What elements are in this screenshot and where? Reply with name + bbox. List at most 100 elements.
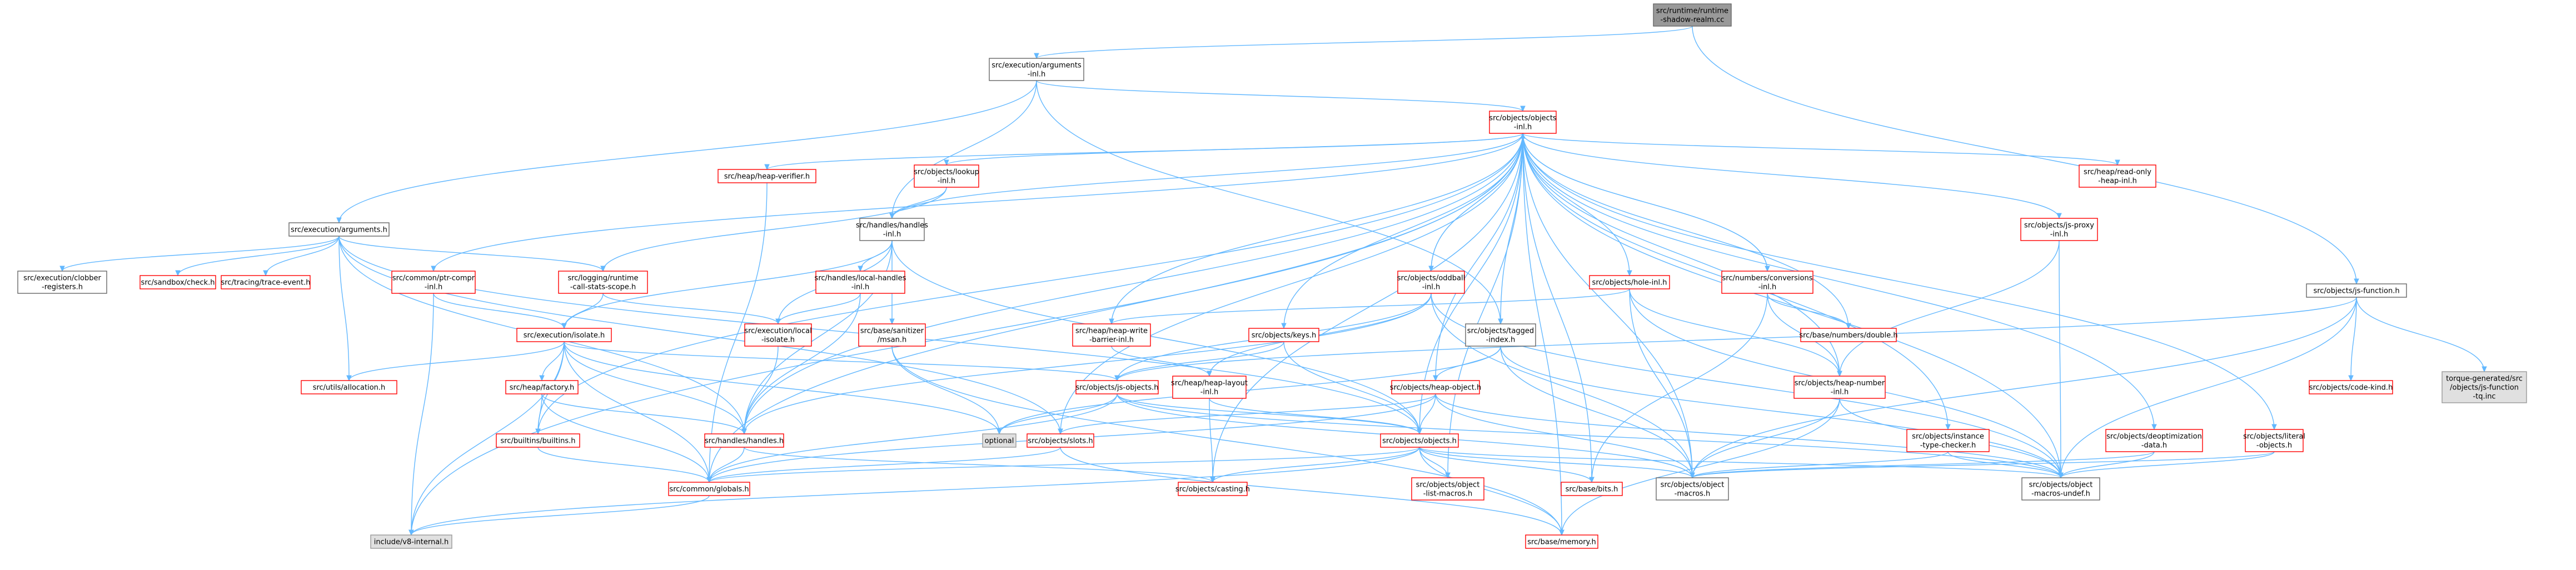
node-conversions-inl[interactable]: src/numbers/conversions-inl.h: [1721, 271, 1813, 294]
node-slots[interactable]: src/objects/slots.h: [1027, 433, 1094, 448]
node-js-proxy-inl[interactable]: src/objects/js-proxy-inl.h: [2020, 218, 2098, 241]
edge-line: [1629, 288, 1840, 377]
edge-exec_args_inl-to-objects_inl: [1036, 80, 1526, 112]
node-label-line: -tq.inc: [2473, 393, 2495, 401]
edge-line: [1117, 297, 2357, 381]
node-heap-verifier[interactable]: src/heap/heap-verifier.h: [718, 169, 816, 183]
node-box: [1178, 482, 1248, 496]
edge-js_objects-to-optional: [996, 393, 1118, 435]
node-label-line: src/execution/arguments: [991, 62, 1082, 70]
node-heap-factory[interactable]: src/heap/factory.h: [505, 380, 579, 394]
edge-line: [564, 293, 604, 329]
node-box: [496, 433, 580, 448]
node-box: [221, 275, 311, 289]
node-v8-internal[interactable]: include/v8-internal.h: [370, 534, 452, 549]
node-utils-allocation[interactable]: src/utils/allocation.h: [301, 380, 397, 394]
node-js-objects[interactable]: src/objects/js-objects.h: [1075, 380, 1159, 394]
edge-isolate-to-js_objects: [564, 341, 1120, 382]
node-object-macros[interactable]: src/objects/object-macros.h: [1656, 477, 1729, 501]
node-box: [744, 323, 812, 347]
node-double[interactable]: src/base/numbers/double.h: [1799, 328, 1898, 342]
edge-line: [999, 346, 1501, 434]
edge-line: [1500, 346, 1693, 478]
node-label-line: -data.h: [2141, 442, 2167, 450]
node-builtins[interactable]: src/builtins/builtins.h: [496, 433, 580, 448]
node-exec-args-inl[interactable]: src/execution/arguments-inl.h: [989, 58, 1084, 81]
node-sandbox-check[interactable]: src/sandbox/check.h: [139, 275, 216, 289]
node-keys[interactable]: src/objects/keys.h: [1248, 328, 1319, 342]
edge-line: [564, 341, 1118, 381]
node-ptr-compr[interactable]: src/common/ptr-compr-inl.h: [391, 271, 476, 294]
node-deoptimization-data[interactable]: src/objects/deoptimization-data.h: [2105, 429, 2203, 452]
node-label-line: src/handles/handles: [856, 222, 928, 230]
node-torque-js-function[interactable]: torque-generated/src/objects/js-function…: [2442, 371, 2527, 403]
edge-line: [1522, 133, 1840, 377]
edge-line: [1629, 288, 1693, 478]
edge-line: [1692, 451, 2155, 478]
node-instance-type-checker[interactable]: src/objects/instance-type-checker.h: [1906, 429, 1990, 452]
node-heap-readonly[interactable]: src/heap/read-only-heap-inl.h: [2079, 164, 2156, 188]
node-local-isolate[interactable]: src/execution/local-isolate.h: [744, 323, 812, 347]
edge-line: [1500, 346, 2061, 478]
edge-exec_args-to-sandbox_check: [175, 236, 340, 277]
edge-heap_object-to-object_macros: [1435, 393, 1695, 479]
node-label-line: src/objects/js-proxy: [2024, 222, 2094, 230]
node-optional[interactable]: optional: [982, 433, 1017, 448]
edge-keys-to-js_objects: [1114, 341, 1284, 382]
node-casting[interactable]: src/objects/casting.h: [1175, 482, 1250, 496]
edge-objects_inl-to-double: [1522, 133, 1851, 329]
node-handles-inl[interactable]: src/handles/handles-inl.h: [856, 218, 928, 241]
edge-objects_inl-to-deoptimization_data: [1522, 133, 2157, 431]
edge-objects_h-to-object_macros: [1419, 447, 1695, 479]
edge-isolate-to-optional: [564, 341, 1002, 435]
node-label-line: src/utils/allocation.h: [313, 384, 386, 392]
edge-line: [1419, 447, 1693, 478]
node-root[interactable]: src/runtime/runtime-shadow-realm.cc: [1653, 3, 1732, 27]
node-heap-number-inl[interactable]: src/objects/heap-number-inl.h: [1793, 376, 1886, 399]
node-label-line: src/objects/hole-inl.h: [1592, 279, 1667, 287]
edge-line: [744, 447, 1213, 483]
node-bits[interactable]: src/base/bits.h: [1561, 482, 1623, 496]
node-handles-h[interactable]: src/handles/handles.h: [704, 433, 784, 448]
node-hole-inl[interactable]: src/objects/hole-inl.h: [1589, 275, 1670, 289]
edge-js_function-to-torque_js_function: [2356, 297, 2487, 373]
node-write-barrier[interactable]: src/heap/heap-write-barrier-inl.h: [1072, 323, 1151, 347]
node-heap-object[interactable]: src/objects/heap-object.h: [1390, 380, 1481, 394]
node-label-line: src/objects/object: [2029, 481, 2093, 489]
node-lookup-inl[interactable]: src/objects/lookup-inl.h: [914, 164, 979, 188]
node-tagged-index[interactable]: src/objects/tagged-index.h: [1465, 323, 1536, 347]
node-js-function[interactable]: src/objects/js-function.h: [2306, 283, 2407, 298]
node-object-macros-undef[interactable]: src/objects/object-macros-undef.h: [2021, 477, 2100, 501]
node-local-handles[interactable]: src/handles/local-handles-inl.h: [815, 271, 906, 294]
node-literal-objects[interactable]: src/objects/literal-objects.h: [2243, 429, 2305, 452]
node-runtime-call-stats[interactable]: src/logging/runtime-call-stats-scope.h: [558, 271, 648, 294]
node-objects-inl[interactable]: src/objects/objects-inl.h: [1489, 111, 1557, 134]
node-exec-args[interactable]: src/execution/arguments.h: [288, 222, 390, 237]
node-msan[interactable]: src/base/sanitizer/msan.h: [858, 323, 926, 347]
node-box: [1172, 376, 1247, 399]
node-object-list-macros[interactable]: src/objects/object-list-macros.h: [1411, 477, 1484, 501]
edge-line: [1111, 288, 1630, 324]
node-code-kind[interactable]: src/objects/code-kind.h: [2309, 380, 2393, 394]
node-label-line: -inl.h: [2050, 231, 2069, 239]
node-heap-layout-inl[interactable]: src/heap/heap-layout-inl.h: [1171, 376, 1248, 399]
edge-arrowhead: [1846, 323, 1851, 329]
edge-objects_inl-to-bits: [1522, 133, 1595, 483]
edge-line: [1283, 133, 1523, 329]
node-oddball-inl[interactable]: src/objects/oddball-inl.h: [1397, 271, 1465, 294]
edge-exec_args-to-utils_allocation: [338, 236, 352, 382]
node-objects-h[interactable]: src/objects/objects.h: [1380, 433, 1459, 448]
edge-line: [1117, 393, 2061, 478]
edge-objects_h-to-memory: [1419, 447, 1564, 536]
node-memory[interactable]: src/base/memory.h: [1525, 534, 1598, 549]
edge-line: [946, 133, 1523, 166]
node-label-line: src/builtins/builtins.h: [501, 437, 576, 446]
node-box: [668, 482, 750, 496]
node-label-line: src/objects/code-kind.h: [2309, 384, 2393, 392]
node-isolate[interactable]: src/execution/isolate.h: [516, 328, 612, 342]
node-globals[interactable]: src/common/globals.h: [668, 482, 750, 496]
node-trace-event[interactable]: src/tracing/trace-event.h: [221, 275, 311, 289]
node-label-line: -macros.h: [1675, 490, 1711, 498]
node-clobber[interactable]: src/execution/clobber-registers.h: [17, 271, 107, 294]
